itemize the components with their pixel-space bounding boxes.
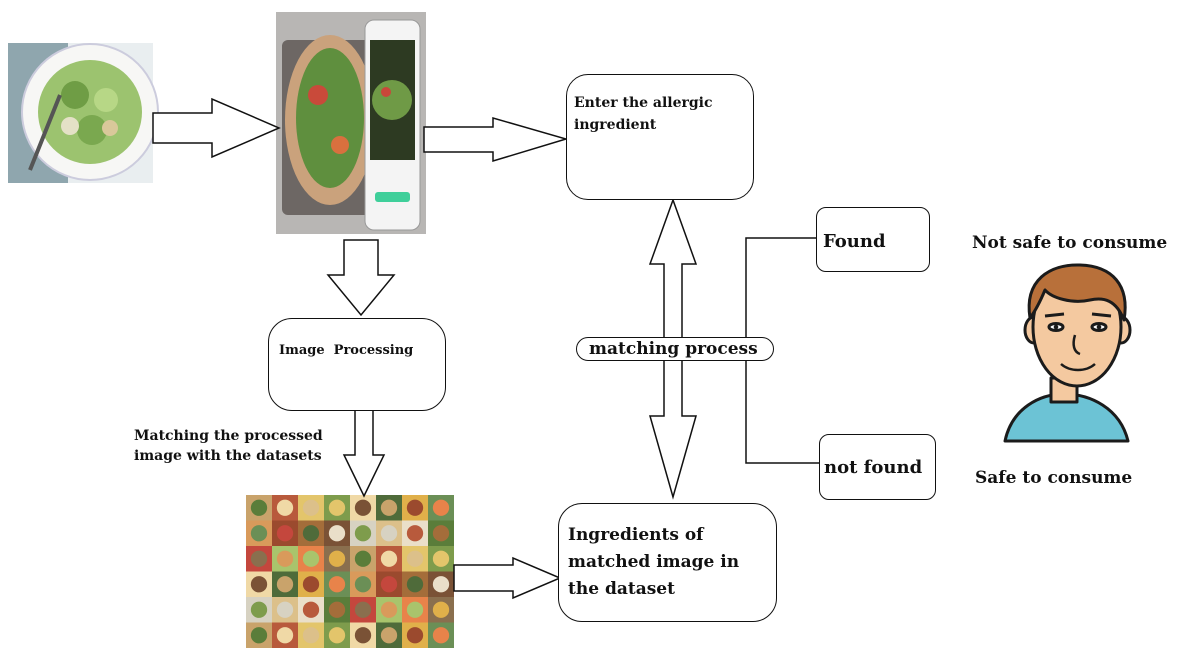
allergic-ingredient-input-box: Enter the allergic ingredient [566, 74, 754, 200]
safe-label: Safe to consume [975, 468, 1133, 488]
person-icon [1003, 263, 1132, 443]
matching-process-pill: matching process [576, 337, 774, 361]
arrow-phone-to-image-processing [326, 239, 396, 317]
arrow-phone-to-allergic-input [423, 117, 569, 163]
arrow-matching-to-allergic-input [648, 197, 698, 341]
not-safe-label: Not safe to consume [972, 233, 1168, 253]
image-processing-box: Image Processing [268, 318, 446, 411]
allergic-ingredient-input-label: Enter the allergic ingredient [574, 95, 713, 133]
arrow-dataset-to-ingredients [453, 556, 562, 600]
not-found-box: not found [819, 434, 936, 500]
arrow-processing-to-dataset [342, 409, 386, 498]
arrow-matching-to-ingredients [649, 359, 697, 500]
matching-process-label: matching process [589, 339, 758, 359]
found-box: Found [816, 207, 930, 272]
food-dataset-grid-icon [246, 495, 454, 648]
phone-camera-icon [276, 12, 426, 234]
image-processing-label: Image Processing [279, 343, 414, 358]
matched-ingredients-box: Ingredients of matched image in the data… [558, 503, 777, 622]
matching-datasets-caption: Matching the processed image with the da… [134, 428, 323, 464]
salad-plate-icon [8, 43, 159, 183]
not-found-label: not found [824, 457, 923, 478]
found-label: Found [823, 231, 886, 252]
matched-ingredients-label: Ingredients of matched image in the data… [568, 525, 740, 599]
arrow-photo-to-phone [152, 97, 281, 159]
